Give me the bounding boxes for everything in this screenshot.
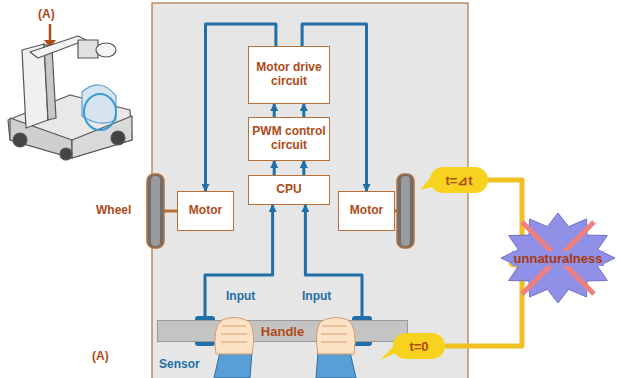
node-text: PWM control circuit xyxy=(252,125,326,153)
view-label: (A) xyxy=(92,349,109,363)
view-label: (A) xyxy=(38,7,55,21)
wheel-right xyxy=(397,174,414,248)
part-label: Sensor xyxy=(159,357,200,371)
wheel-left xyxy=(147,174,164,248)
motor-box: Motor xyxy=(338,191,395,231)
circuit-box: Motor drive circuit xyxy=(248,46,330,104)
signal-line xyxy=(302,161,305,175)
node-text: Motor xyxy=(189,204,222,218)
signal-line xyxy=(273,104,276,117)
handle-bar: Handle xyxy=(157,320,408,342)
node-text: t=0 xyxy=(409,339,428,354)
hand-left xyxy=(214,317,254,378)
cpu-box: CPU xyxy=(248,175,330,205)
node-text: unnaturalness xyxy=(512,251,605,266)
time-bubble: t=0 xyxy=(393,333,445,359)
node-text: t=⊿t xyxy=(445,173,472,188)
node-text: CPU xyxy=(276,183,301,197)
motor-box: Motor xyxy=(177,191,234,231)
part-label: Wheel xyxy=(96,203,131,217)
signal-label: Input xyxy=(302,289,331,303)
starburst: unnaturalness xyxy=(500,212,616,304)
signal-label: Input xyxy=(226,289,255,303)
mobile-xray-unit xyxy=(8,24,132,160)
node-text: Motor xyxy=(350,204,383,218)
node-text: Handle xyxy=(261,324,304,339)
axle xyxy=(164,210,177,213)
node-text: Motor drive circuit xyxy=(252,61,326,89)
housing-panel xyxy=(152,3,468,378)
time-bubble: t=⊿t xyxy=(430,167,488,193)
bracket-arrow xyxy=(445,264,522,346)
hand-right xyxy=(316,317,356,378)
signal-line xyxy=(302,104,305,117)
signal-line xyxy=(273,161,276,175)
circuit-box: PWM control circuit xyxy=(248,117,330,161)
